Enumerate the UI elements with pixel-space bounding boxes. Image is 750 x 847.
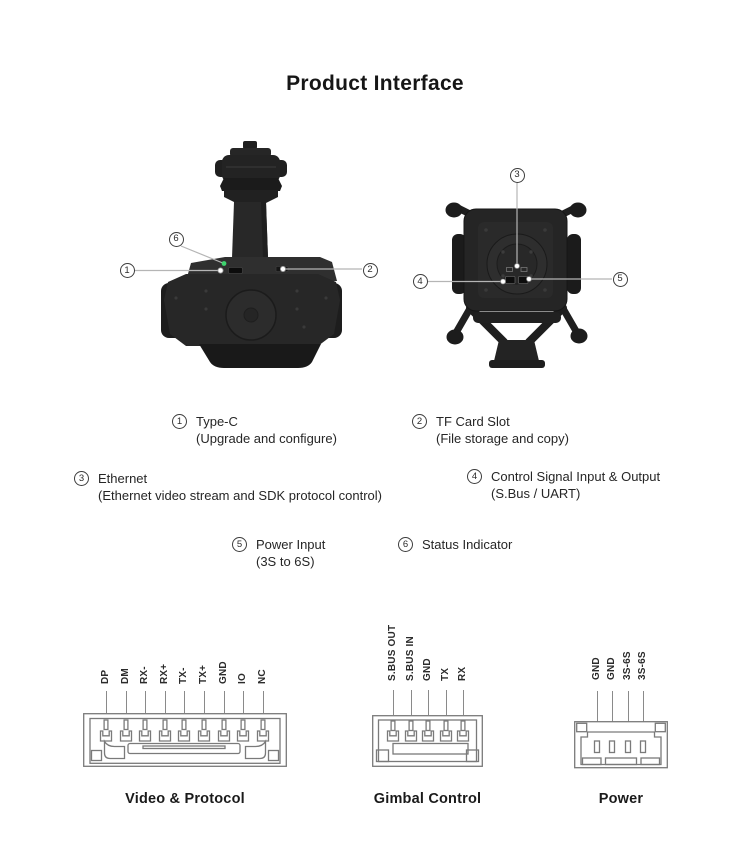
callout-2: 2: [362, 262, 378, 278]
interface-item-control-signal: 4 Control Signal Input & Output (S.Bus /…: [467, 468, 660, 502]
pin-label-gnd: GND: [422, 658, 433, 681]
gimbal-control-connector-diagram: [372, 715, 483, 767]
status-led-indicator: [221, 261, 227, 266]
pin-label-3s-6s: 3S-6S: [637, 651, 648, 680]
item-number: 3: [74, 471, 89, 486]
item-desc: (Upgrade and configure): [196, 431, 337, 446]
pin-line: [204, 691, 205, 713]
connector-title-power: Power: [598, 791, 644, 807]
pin-label-gnd: GND: [218, 661, 229, 684]
callout-5: 5: [612, 271, 628, 287]
pin-label-3s-6s: 3S-6S: [622, 651, 633, 680]
pin-label-tx-minus: TX-: [178, 667, 189, 684]
pin-label-tx-plus: TX+: [198, 664, 209, 684]
item-name: Type-C: [196, 414, 238, 429]
pin-line: [463, 690, 464, 715]
device-illustrations: [134, 141, 612, 368]
leader-dots: [217, 263, 532, 285]
item-desc: (3S to 6S): [256, 554, 315, 569]
pin-line: [243, 691, 244, 713]
pin-line: [393, 690, 394, 715]
item-number: 6: [398, 537, 413, 552]
pin-line: [628, 691, 629, 722]
pin-line: [184, 691, 185, 713]
item-number: 1: [172, 414, 187, 429]
item-desc: (S.Bus / UART): [491, 486, 581, 501]
pin-line: [597, 691, 598, 722]
type-c-port: [228, 267, 243, 274]
callout-4: 4: [412, 274, 428, 289]
item-number: 2: [412, 414, 427, 429]
pin-label-rx-plus: RX+: [159, 663, 170, 684]
pin-label-sbus-in: S.BUS IN: [405, 636, 416, 681]
pin-label-io: IO: [237, 673, 248, 684]
pin-line: [106, 691, 107, 713]
interface-item-power-input: 5 Power Input (3S to 6S): [232, 536, 325, 570]
pin-line: [145, 691, 146, 713]
interface-item-ethernet: 3 Ethernet (Ethernet video stream and SD…: [74, 470, 382, 504]
interface-item-status-indicator: 6 Status Indicator: [398, 536, 512, 553]
item-number: 5: [232, 537, 247, 552]
pin-line: [126, 691, 127, 713]
damper-balls: [445, 202, 588, 345]
screw-dots: [174, 289, 328, 329]
power-connector-diagram: [574, 721, 668, 769]
control-signal-port: [505, 276, 516, 284]
pin-label-gnd: GND: [591, 657, 602, 680]
pin-line: [411, 690, 412, 715]
callout-6: 6: [168, 231, 184, 247]
pin-label-gnd: GND: [606, 657, 617, 680]
pin-line: [446, 690, 447, 715]
callout-1: 1: [119, 263, 135, 278]
item-name: Power Input: [256, 537, 326, 552]
item-desc: (Ethernet video stream and SDK protocol …: [98, 488, 382, 503]
item-desc: (File storage and copy): [436, 431, 569, 446]
pin-label-dm: DM: [120, 668, 131, 684]
connector-title-video-protocol: Video & Protocol: [125, 791, 245, 807]
pin-line: [612, 691, 613, 722]
pin-label-rx: RX: [457, 666, 468, 681]
page-title: Product Interface: [286, 72, 464, 95]
pin-label-dp: DP: [100, 669, 111, 684]
gimbal-front-illustration: [161, 141, 342, 368]
pin-label-nc: NC: [257, 669, 268, 684]
pin-label-rx-minus: RX-: [139, 666, 150, 684]
leader-lines: [134, 183, 612, 283]
pin-line: [643, 691, 644, 722]
pin-label-sbus-out: S.BUS OUT: [387, 624, 398, 681]
video-protocol-connector-diagram: [83, 713, 287, 767]
pin-line: [428, 690, 429, 715]
item-name: TF Card Slot: [436, 414, 510, 429]
interface-item-type-c: 1 Type-C (Upgrade and configure): [172, 413, 337, 447]
pin-line: [224, 691, 225, 713]
item-number: 4: [467, 469, 482, 484]
pin-line: [165, 691, 166, 713]
pin-line: [263, 691, 264, 713]
pin-label-tx: TX: [440, 667, 451, 681]
callout-3: 3: [509, 167, 525, 183]
connector-title-gimbal-control: Gimbal Control: [373, 791, 482, 807]
item-name: Ethernet: [98, 471, 148, 486]
interface-item-tf-card: 2 TF Card Slot (File storage and copy): [412, 413, 569, 447]
item-name: Status Indicator: [422, 537, 513, 552]
item-name: Control Signal Input & Output: [491, 469, 661, 484]
